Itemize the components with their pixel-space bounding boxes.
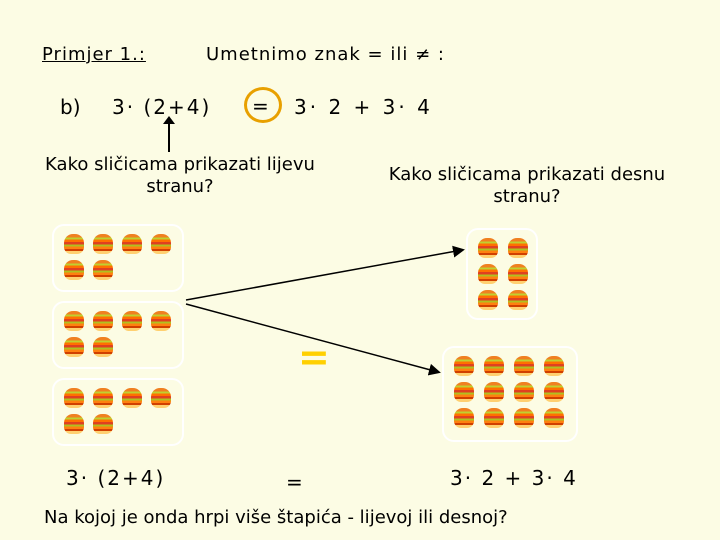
right-group-1 [466, 228, 538, 320]
right-group-2 [442, 346, 578, 442]
stick-bundle-icon [508, 290, 528, 310]
right-group-2-sticks [454, 356, 566, 428]
bottom-right-expression: 3· 2 + 3· 4 [450, 466, 578, 490]
connector-arrow-top [185, 245, 465, 301]
equal-sign: = [252, 94, 269, 118]
stick-bundle-icon [151, 234, 171, 254]
right-group-1-sticks [478, 238, 530, 310]
stick-bundle-icon [484, 408, 504, 428]
stick-bundle-icon [122, 388, 142, 408]
final-question: Na kojoj je onda hrpi više štapića - lij… [44, 507, 508, 528]
stick-bundle-icon [454, 382, 474, 402]
stick-bundle-icon [544, 408, 564, 428]
stick-bundle-icon [151, 388, 171, 408]
stick-bundle-icon [93, 414, 113, 434]
stick-bundle-icon [93, 337, 113, 357]
stick-bundle-icon [64, 311, 84, 331]
part-label: b) [60, 95, 81, 119]
equal-sign-circle [244, 87, 282, 123]
bottom-left-expression: 3· (2+4) [66, 466, 166, 490]
left-group-1-sticks [64, 234, 173, 280]
stick-bundle-icon [484, 382, 504, 402]
stick-bundle-icon [478, 264, 498, 284]
stick-bundle-icon [122, 311, 142, 331]
stick-bundle-icon [478, 238, 498, 258]
stick-bundle-icon [508, 238, 528, 258]
stick-bundle-icon [93, 234, 113, 254]
stick-bundle-icon [64, 260, 84, 280]
stick-bundle-icon [93, 388, 113, 408]
question-left: Kako sličicama prikazati lijevu stranu? [45, 154, 315, 197]
bottom-equal-sign: = [286, 470, 303, 494]
stick-bundle-icon [514, 408, 534, 428]
stick-bundle-icon [64, 337, 84, 357]
stick-bundle-icon [514, 356, 534, 376]
question-right: Kako sličicama prikazati desnu stranu? [388, 164, 666, 207]
stick-bundle-icon [64, 414, 84, 434]
pointer-line [168, 120, 170, 152]
left-group-3 [52, 378, 184, 446]
left-expression: 3· (2+4) [112, 95, 212, 119]
stick-bundle-icon [484, 356, 504, 376]
connector-arrow-bottom [185, 303, 441, 376]
stick-bundle-icon [454, 408, 474, 428]
stick-bundle-icon [544, 382, 564, 402]
left-group-1 [52, 224, 184, 292]
right-expression: 3· 2 + 3· 4 [294, 95, 433, 119]
stick-bundle-icon [93, 311, 113, 331]
stick-bundle-icon [64, 234, 84, 254]
stick-bundle-icon [478, 290, 498, 310]
stick-bundle-icon [454, 356, 474, 376]
left-group-2-sticks [64, 311, 173, 357]
stick-bundle-icon [514, 382, 534, 402]
left-group-2 [52, 301, 184, 369]
stick-bundle-icon [544, 356, 564, 376]
slide-subtitle: Umetnimo znak = ili ≠ : [206, 44, 445, 65]
stick-bundle-icon [508, 264, 528, 284]
big-equal-sign: = [298, 335, 330, 379]
stick-bundle-icon [151, 311, 171, 331]
stick-bundle-icon [93, 260, 113, 280]
stick-bundle-icon [122, 234, 142, 254]
stick-bundle-icon [64, 388, 84, 408]
slide-heading: Primjer 1.: [42, 44, 146, 65]
left-group-3-sticks [64, 388, 173, 434]
